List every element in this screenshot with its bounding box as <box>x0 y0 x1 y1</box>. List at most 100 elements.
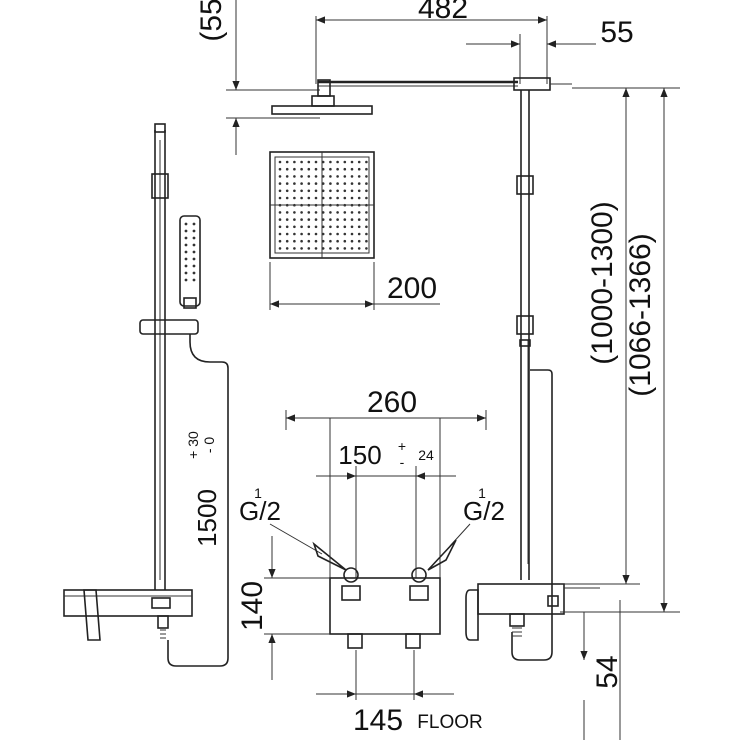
nozzle-dot <box>278 218 282 221</box>
nozzle-dot <box>329 218 332 221</box>
nozzle-dot <box>307 160 311 164</box>
nozzle-dot <box>365 211 368 214</box>
nozzle-dot <box>278 211 282 214</box>
nozzle-dot <box>307 182 311 185</box>
nozzle-dot <box>365 232 368 236</box>
nozzle-dot <box>336 175 339 178</box>
head-arm-dimension: 482 <box>315 0 548 84</box>
nozzle-dot <box>321 175 325 178</box>
hand-nozzle-dot <box>192 278 196 282</box>
hand-nozzle-dot <box>192 264 196 268</box>
nozzle-dot <box>285 239 289 243</box>
nozzle-dot <box>314 232 318 236</box>
nozzle-dot <box>329 189 332 193</box>
nozzle-dot <box>343 175 347 178</box>
nozzle-dot <box>314 196 318 200</box>
nozzle-dot <box>278 189 282 193</box>
nozzle-dot <box>314 175 318 178</box>
head-size-dimension: 200 <box>269 262 440 310</box>
nozzle-dot <box>343 232 347 236</box>
nozzle-dot <box>357 167 361 171</box>
thread-left-num: 1 <box>254 485 262 501</box>
nozzle-dot <box>350 218 354 221</box>
nozzle-dot <box>293 160 296 164</box>
valve-body <box>329 567 441 700</box>
nozzle-dot <box>336 160 339 164</box>
shower-head-nozzles <box>278 160 368 250</box>
nozzle-dot <box>321 189 325 193</box>
nozzle-dot <box>357 218 361 221</box>
nozzle-dot <box>293 225 296 229</box>
nozzle-dot <box>314 247 318 250</box>
nozzle-dot <box>343 167 347 171</box>
nozzle-dot <box>321 247 325 250</box>
spout-spacing-label: 145 <box>353 704 403 737</box>
nozzle-dot <box>285 182 289 185</box>
nozzle-dot <box>278 182 282 185</box>
nozzle-dot <box>336 247 339 250</box>
inlet-tol-plus: + <box>398 438 406 454</box>
nozzle-dot <box>350 232 354 236</box>
nozzle-dot <box>293 247 296 250</box>
nozzle-dot <box>350 167 354 171</box>
nozzle-dot <box>336 218 339 221</box>
nozzle-dot <box>307 196 311 200</box>
nozzle-dot <box>300 247 303 250</box>
nozzle-dot <box>350 175 354 178</box>
head-drop-dimension: (55 <box>195 0 320 155</box>
nozzle-dot <box>285 218 289 221</box>
nozzle-dot <box>336 189 339 193</box>
nozzle-dot <box>350 211 354 214</box>
hand-nozzle-dot <box>192 250 196 254</box>
nozzle-dot <box>343 211 347 214</box>
height-range-total-label: (1066-1366) <box>624 233 657 396</box>
valve-offset-label: 54 <box>591 655 624 688</box>
nozzle-dot <box>329 182 332 185</box>
nozzle-dot <box>307 189 311 193</box>
nozzle-dot <box>300 167 303 171</box>
nozzle-dot <box>357 225 361 229</box>
nozzle-dot <box>336 232 339 236</box>
nozzle-dot <box>336 211 339 214</box>
nozzle-dot <box>357 175 361 178</box>
height-range-dimension: (1000-1300) (1066-1366) <box>560 87 680 613</box>
nozzle-dot <box>293 218 296 221</box>
nozzle-dot <box>357 160 361 164</box>
nozzle-dot <box>278 175 282 178</box>
nozzle-dot <box>343 218 347 221</box>
inlet-tol-value: 24 <box>418 447 434 463</box>
slide-rail <box>139 123 199 590</box>
nozzle-dot <box>357 239 361 243</box>
nozzle-dot <box>278 225 282 229</box>
nozzle-dot <box>343 239 347 243</box>
nozzle-dot <box>343 196 347 200</box>
nozzle-dot <box>278 167 282 171</box>
hand-nozzle-dot <box>184 250 188 254</box>
nozzle-dot <box>321 211 325 214</box>
side-view-hose <box>511 369 553 661</box>
nozzle-dot <box>350 196 354 200</box>
nozzle-dot <box>300 189 303 193</box>
nozzle-dot <box>329 232 332 236</box>
head-drop-label: (55 <box>195 0 228 42</box>
thread-left-label: G/2 <box>239 496 281 526</box>
nozzle-dot <box>285 167 289 171</box>
nozzle-dot <box>357 247 361 250</box>
nozzle-dot <box>336 182 339 185</box>
valve-offset-dimension: 54 <box>580 600 624 740</box>
hand-nozzle-dot <box>192 222 196 226</box>
height-range-label: (1000-1300) <box>586 201 619 364</box>
nozzle-dot <box>329 175 332 178</box>
nozzle-dot <box>293 196 296 200</box>
thread-right: 1 G/2 <box>427 485 505 571</box>
nozzle-dot <box>329 211 332 214</box>
nozzle-dot <box>293 211 296 214</box>
nozzle-dot <box>321 232 325 236</box>
head-size-label: 200 <box>387 272 437 305</box>
nozzle-dot <box>300 160 303 164</box>
nozzle-dot <box>357 189 361 193</box>
hand-nozzle-dot <box>184 257 188 261</box>
thread-right-num: 1 <box>478 485 486 501</box>
valve-height-dimension: 140 <box>236 536 330 680</box>
